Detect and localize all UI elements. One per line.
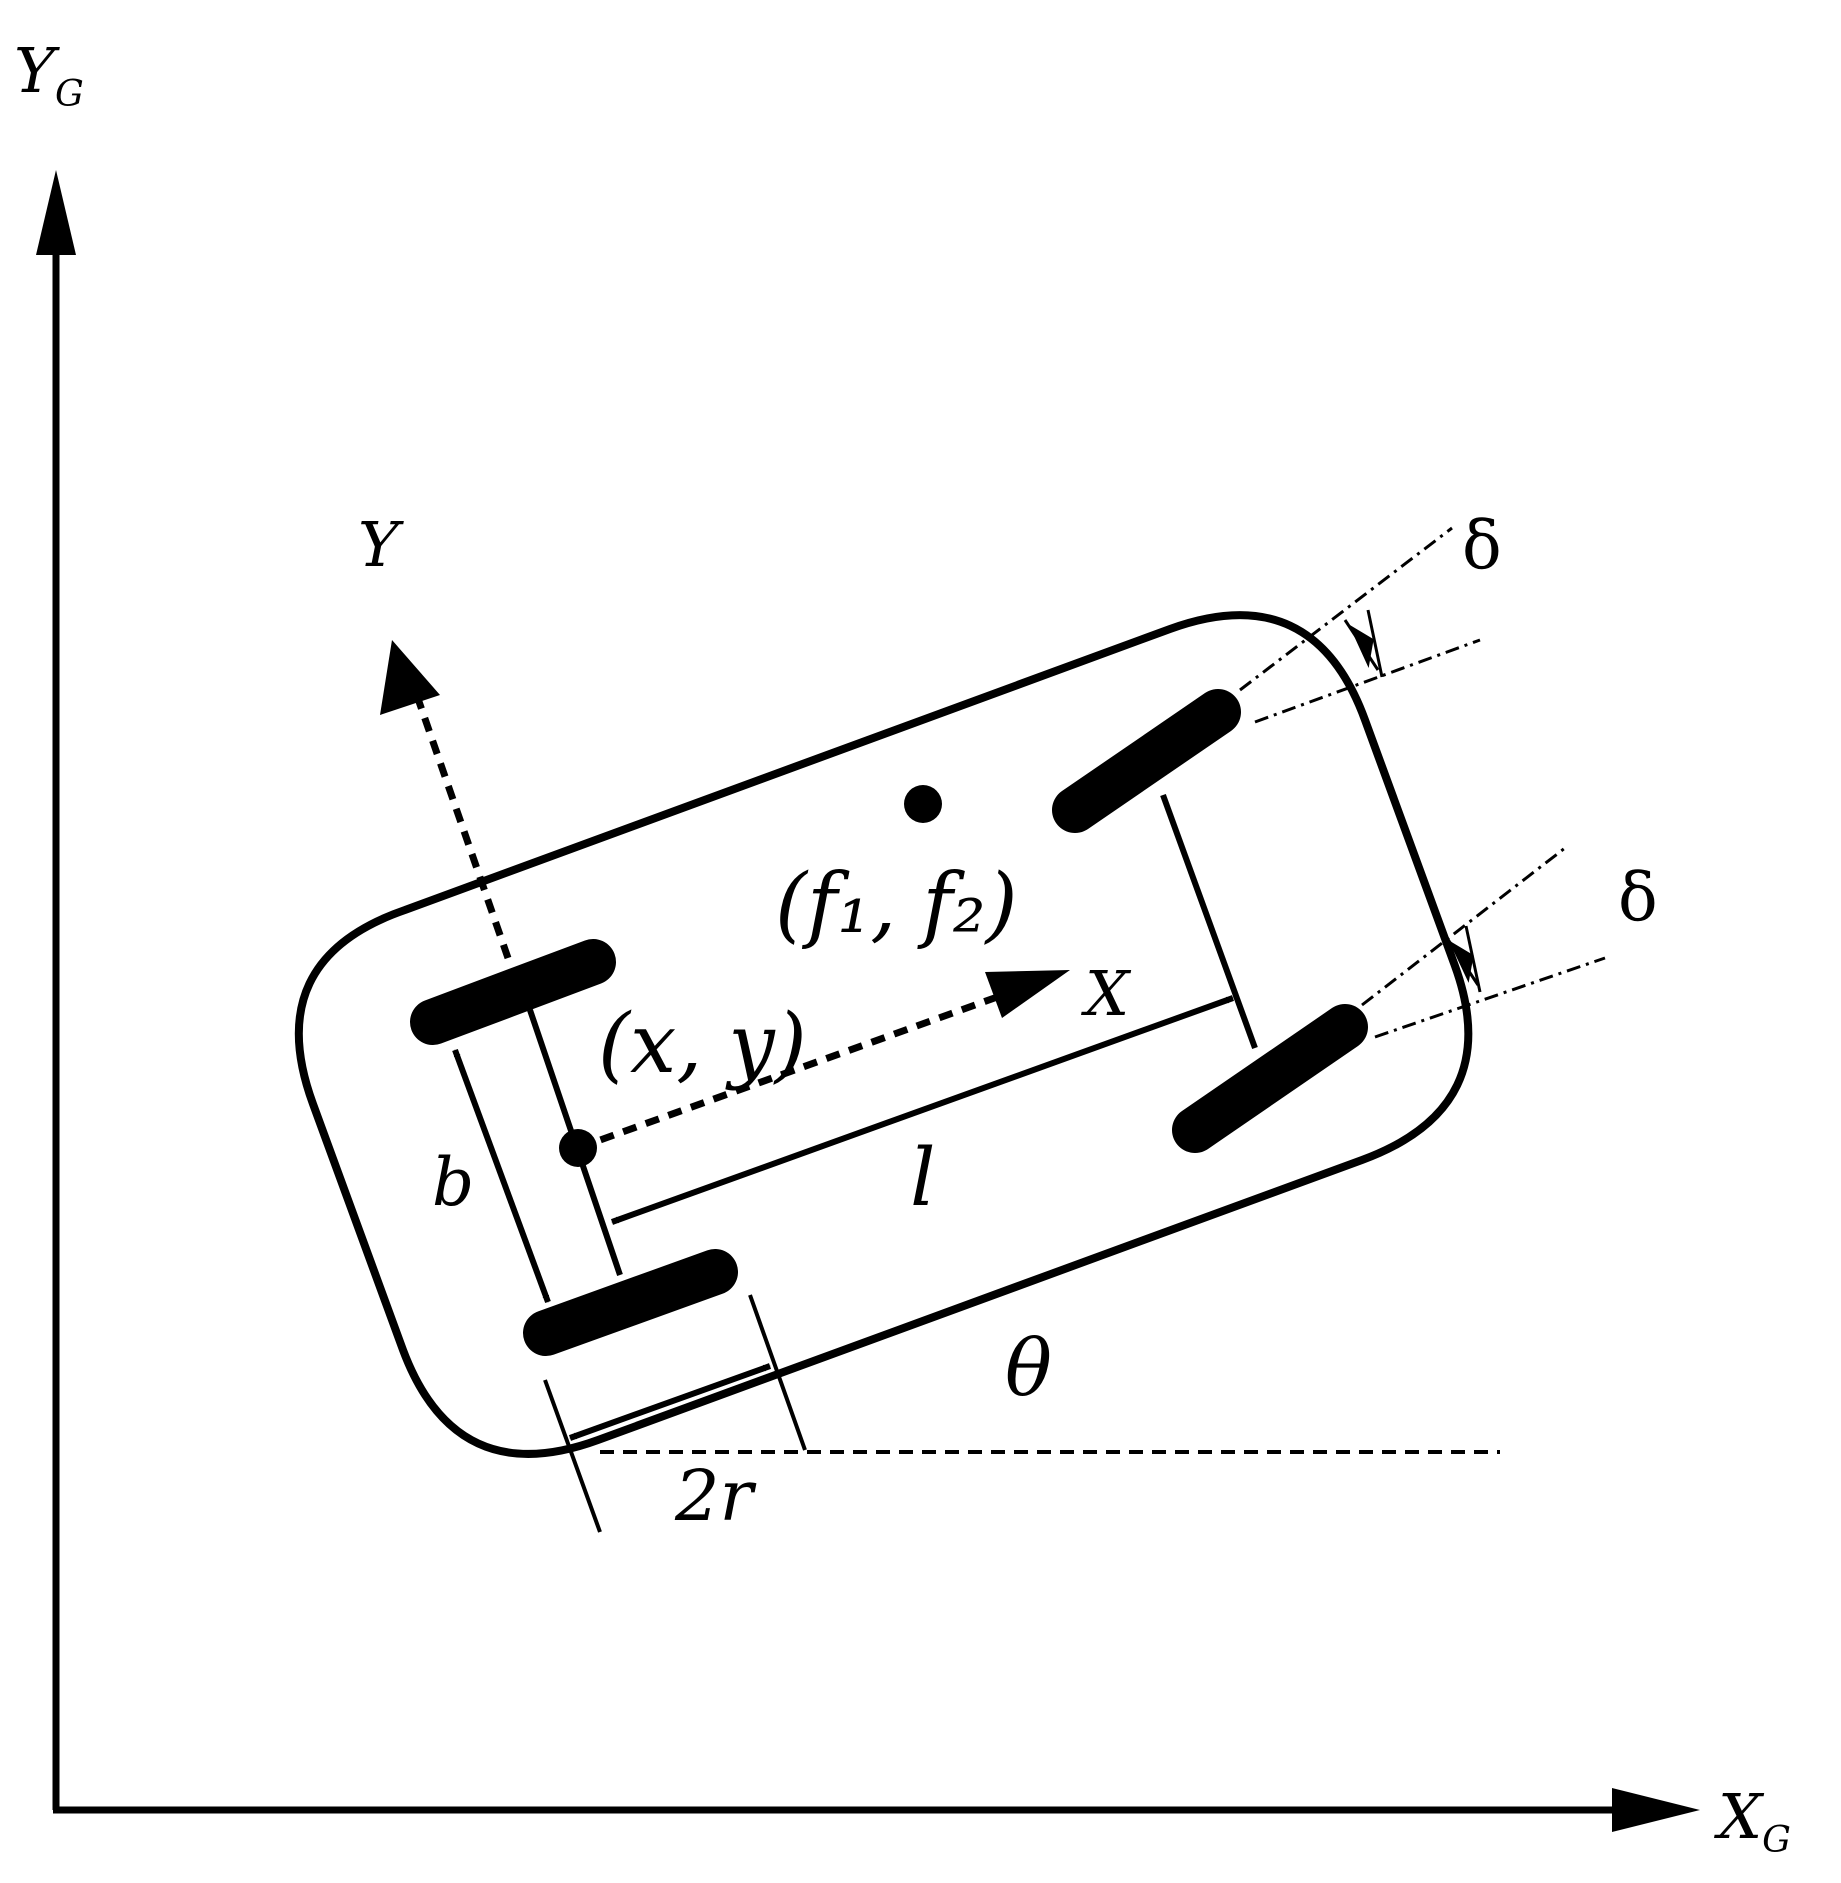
vehicle-body: [294, 611, 1473, 1458]
rear-right-wheel: [523, 1249, 738, 1356]
global-y-axis-arrow: [36, 170, 76, 255]
body-x-axis-label: X: [1081, 957, 1132, 1030]
global-x-axis-label: XG: [1714, 1780, 1791, 1861]
focus-point-dot: [904, 785, 942, 823]
front-axle: [1160, 793, 1258, 1050]
global-axes: [36, 170, 1700, 1832]
global-y-axis-label: YG: [14, 34, 84, 115]
body-y-axis-arrow: [380, 640, 440, 715]
center-point-label: (x, y): [598, 997, 807, 1092]
focus-point-label: (f₁, f₂): [775, 857, 1018, 952]
track-width-label: b: [432, 1144, 474, 1221]
rear-left-wheel: [410, 939, 616, 1045]
wheelbase-label: l: [910, 1131, 936, 1224]
front-left-wheel: [1052, 689, 1241, 833]
body-x-axis-arrow: [985, 970, 1070, 1018]
body-y-axis-line: [411, 688, 512, 960]
rear-steer-angle-label: δ: [1618, 859, 1658, 936]
wheels: [410, 689, 1368, 1356]
body-y-axis-label: Y: [358, 508, 404, 581]
rear-steer-angle-mark: [1443, 925, 1482, 993]
wheel-diameter-label: 2r: [674, 1455, 757, 1537]
wheel-ext-line-2: [748, 1294, 807, 1451]
wheelbase-dimension: [610, 995, 1235, 1225]
track-width-dimension: [452, 1048, 551, 1304]
wheel-diameter-dimension: [568, 1363, 772, 1441]
center-point-dot: [559, 1129, 597, 1167]
heading-angle-label: θ: [1005, 1324, 1052, 1414]
front-steer-angle-label: δ: [1462, 507, 1502, 584]
global-x-axis-arrow: [1612, 1788, 1700, 1832]
front-right-wheel: [1172, 1004, 1368, 1153]
wheel-ext-line-1: [543, 1379, 602, 1533]
rear-steer-lines: [1361, 846, 1606, 1039]
front-steer-lines: [1239, 526, 1481, 724]
front-steer-angle-mark: [1343, 609, 1384, 678]
